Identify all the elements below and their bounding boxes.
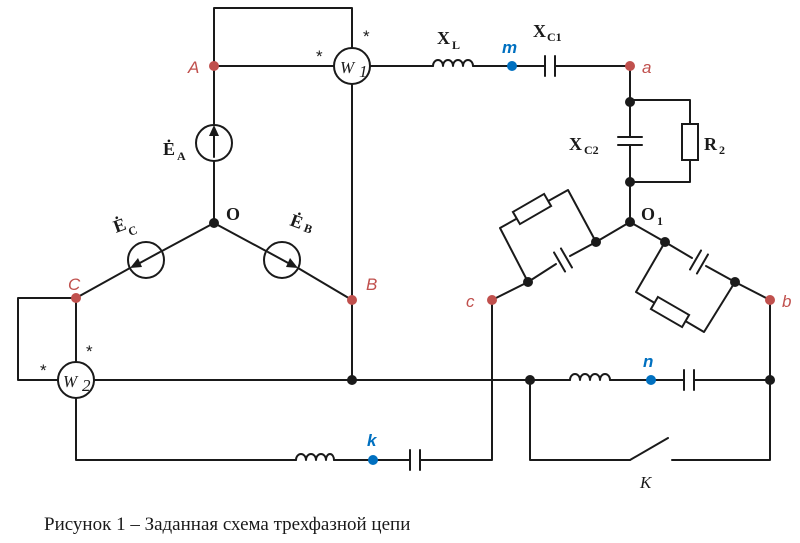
w2-label: W bbox=[63, 372, 79, 391]
node-n-label: n bbox=[643, 352, 653, 371]
xc1-label: X bbox=[533, 21, 546, 41]
w1-sub: 1 bbox=[359, 62, 368, 81]
source-wires bbox=[17, 7, 531, 461]
w2-star-current: * bbox=[40, 361, 47, 380]
node-O1-label: O bbox=[641, 204, 655, 224]
point-nodes bbox=[368, 61, 656, 465]
capacitor-line-c bbox=[409, 449, 421, 471]
source-ec bbox=[127, 241, 165, 279]
capacitor-b-branch bbox=[689, 249, 709, 275]
node-b-label: b bbox=[782, 292, 791, 311]
capacitor-xc2 bbox=[617, 136, 643, 146]
node-a-label: a bbox=[642, 58, 651, 77]
w1-label: W bbox=[340, 58, 356, 77]
r2-sub: 2 bbox=[719, 143, 725, 157]
node-O1-sub: 1 bbox=[657, 214, 663, 228]
xc2-label: X bbox=[569, 134, 582, 154]
resistor-b-branch bbox=[649, 295, 691, 329]
wattmeter-w1: W 1 bbox=[333, 47, 371, 85]
source-ea bbox=[195, 124, 233, 162]
w1-star-voltage: * bbox=[363, 27, 370, 46]
node-A-label: A bbox=[187, 58, 199, 77]
switch-k bbox=[629, 437, 669, 461]
xc2-sub: C2 bbox=[584, 143, 599, 157]
inductor-xl bbox=[432, 59, 474, 67]
figure-caption: Рисунок 1 – Заданная схема трехфазной це… bbox=[44, 514, 411, 535]
inductor-line-c bbox=[295, 453, 335, 461]
node-O-label: O bbox=[226, 204, 240, 224]
phase-nodes bbox=[71, 61, 775, 305]
node-C-label: C bbox=[68, 275, 81, 294]
inductor-line-b bbox=[569, 373, 611, 381]
ea-label: Ė bbox=[163, 139, 175, 159]
resistor-r2 bbox=[681, 123, 699, 161]
xl-label: X bbox=[437, 28, 450, 48]
xl-sub: L bbox=[452, 38, 460, 52]
capacitor-xc1 bbox=[544, 55, 556, 77]
switch-k-label: K bbox=[639, 473, 653, 492]
w1-star-current: * bbox=[316, 47, 323, 66]
junctions bbox=[209, 97, 775, 385]
r2-label: R bbox=[704, 134, 718, 154]
node-m-label: m bbox=[502, 38, 517, 57]
node-B-label: B bbox=[366, 275, 377, 294]
branch-b bbox=[629, 221, 771, 333]
wattmeter-w2: W 2 bbox=[57, 361, 95, 399]
ea-sub: A bbox=[177, 149, 186, 163]
source-eb bbox=[263, 241, 301, 279]
w2-star-voltage: * bbox=[86, 342, 93, 361]
ec-sub: C bbox=[126, 223, 139, 239]
line-a bbox=[369, 65, 631, 101]
eb-sub: B bbox=[302, 221, 314, 237]
resistor-c-branch bbox=[511, 192, 553, 226]
w2-sub: 2 bbox=[82, 376, 91, 395]
node-k-label: k bbox=[367, 431, 378, 450]
xc1-sub: C1 bbox=[547, 30, 562, 44]
line-b bbox=[529, 299, 771, 461]
branch-c bbox=[491, 189, 631, 301]
capacitor-c-branch bbox=[553, 247, 573, 273]
node-c-label: c bbox=[466, 292, 475, 311]
capacitor-line-b bbox=[683, 369, 695, 391]
